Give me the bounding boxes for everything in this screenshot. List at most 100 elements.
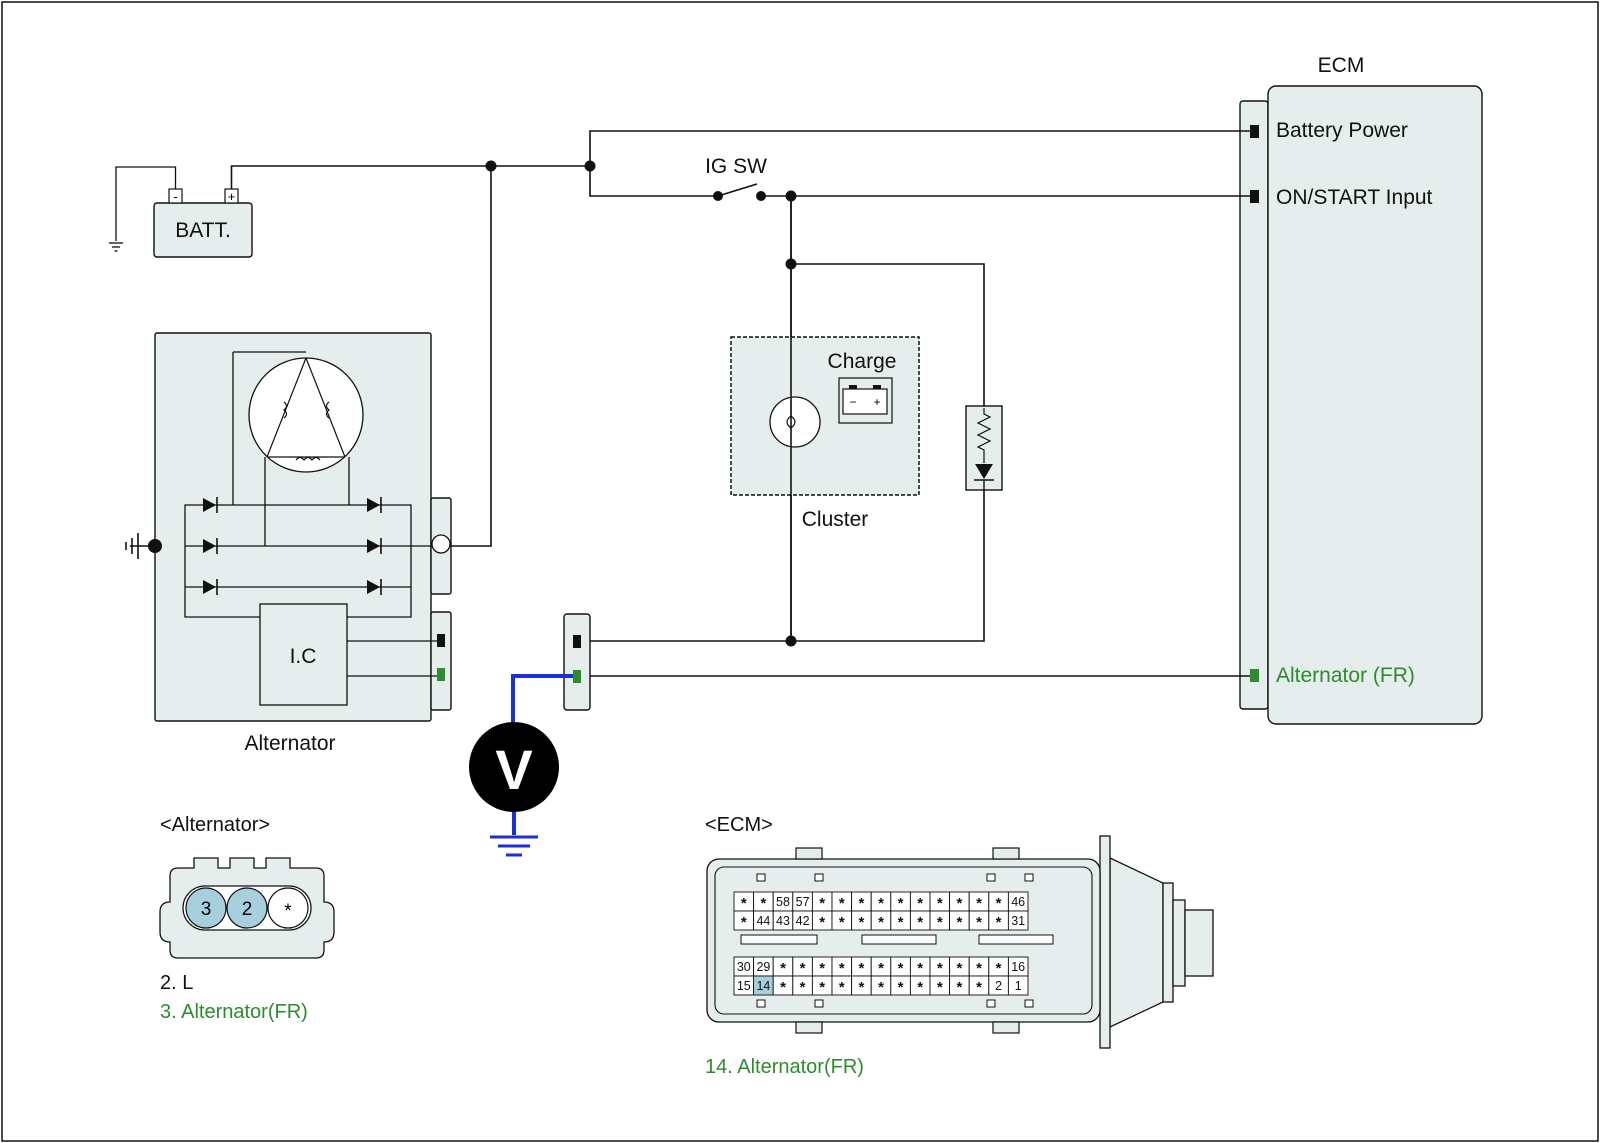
ecm-pin-label: * [917, 979, 923, 996]
alternator-connector-view: <Alternator> 3 2 * 2. L 3. Alternator(FR… [159, 814, 335, 1023]
ecm-pin-label: * [937, 895, 943, 912]
ig-switch-feed-wire [589, 166, 716, 197]
b-plus-wire [230, 165, 590, 189]
ecm-pin-label: * [819, 979, 825, 996]
ecm-pin-label: * [976, 979, 982, 996]
ecm-pin-label: * [819, 914, 825, 931]
ecm-pin-label: * [741, 895, 747, 912]
ecm-title: ECM [1318, 54, 1365, 77]
ecm-pin-label: * [996, 960, 1002, 977]
diode-icon [975, 464, 993, 479]
alternator-label: Alternator [244, 732, 335, 755]
alternator-cavity-label: 3 [201, 899, 212, 920]
battery-plus-sign: + [228, 189, 236, 204]
alternator-cavity-label: * [284, 901, 292, 922]
alternator-pin-fr [437, 668, 445, 681]
ecm-pin-label: 31 [1011, 914, 1025, 928]
svg-text:+: + [873, 395, 880, 409]
ecm-pin-label: * [858, 895, 864, 912]
ecm-body [1267, 85, 1483, 725]
voltage-regulator-ic [259, 603, 348, 706]
junction-dot [584, 160, 596, 172]
inline-connector [563, 613, 591, 711]
alternator-pin-l [437, 634, 445, 647]
ecm-pin-label: * [956, 895, 962, 912]
ecm-pin-label: 15 [737, 979, 751, 993]
ecm-pin-label: * [917, 960, 923, 977]
ig-switch-label: IG SW [705, 155, 767, 178]
resistor-feed-wire [791, 263, 985, 408]
battery-minus-sign: - [173, 189, 177, 204]
voltmeter-icon [469, 722, 559, 812]
battery-body [153, 202, 253, 258]
ecm-pin-label: * [937, 914, 943, 931]
ecm-pin-label: * [917, 914, 923, 931]
ecm-pin-label: 46 [1011, 895, 1025, 909]
ecm-module: ECM Battery Power ON/START Input Alterna… [1239, 54, 1483, 725]
ecm-pin-label: * [819, 960, 825, 977]
ecm-pin-label-on-start: ON/START Input [1276, 186, 1433, 209]
battery-power-wire [589, 130, 1250, 166]
ecm-pin-cell [1007, 910, 1029, 931]
ecm-pin-label: * [976, 914, 982, 931]
ecm-pin-label: * [898, 960, 904, 977]
alternator-cavity-3 [185, 887, 227, 929]
ecm-pin-label: * [898, 895, 904, 912]
resistor-diode-module [965, 405, 1003, 491]
ecm-pin-label: * [839, 960, 845, 977]
alternator-connector-title: <Alternator> [160, 814, 270, 836]
ecm-pin-label: * [898, 979, 904, 996]
ecm-pin-label: * [800, 979, 806, 996]
cluster-label: Cluster [802, 508, 869, 531]
ecm-pin-label-battery-power: Battery Power [1276, 119, 1408, 142]
alternator-ground-icon [125, 533, 155, 559]
ecm-pin-label: * [956, 914, 962, 931]
ecm-pin-label: * [800, 960, 806, 977]
voltmeter-ground-icon [490, 835, 538, 857]
alternator-cavity-empty [267, 887, 309, 929]
ecm-pin-label: 42 [796, 914, 810, 928]
ecm-pin-label: * [898, 914, 904, 931]
inline-connector-body [563, 613, 591, 711]
ecm-pin-label: * [878, 895, 884, 912]
ecm-pin-label: * [819, 895, 825, 912]
ecm-pin-label: * [996, 895, 1002, 912]
alternator-cavity-2 [226, 887, 268, 929]
ecm-pin-label: * [780, 960, 786, 977]
alternator-connector-block [430, 611, 452, 711]
ecm-pin-label: 44 [756, 914, 770, 928]
ecm-pin-label: 30 [737, 960, 751, 974]
ecm-pin-label: * [956, 960, 962, 977]
alternator-b-wire [451, 166, 492, 547]
ecm-pin-label: * [839, 914, 845, 931]
ecm-pin-label: * [976, 895, 982, 912]
ecm-pin-label: * [937, 979, 943, 996]
ecm-pin-label: * [858, 979, 864, 996]
ecm-pin-label: 14 [756, 979, 770, 993]
rectifier-diodes [203, 497, 382, 595]
inline-connector-pin-l [573, 635, 581, 648]
voltmeter-symbol: V [495, 738, 532, 801]
ecm-pin-label: 43 [776, 914, 790, 928]
ecm-pin-label: * [760, 895, 766, 912]
stator-winding [248, 357, 364, 473]
rectifier-bus [184, 504, 412, 618]
alternator-connector-legend-l: 2. L [160, 972, 193, 994]
stator-leads [232, 351, 350, 546]
battery-ground-wire [115, 166, 177, 241]
ecm-pin-label: * [780, 979, 786, 996]
ic-output-lines [347, 640, 437, 677]
ecm-connector-backshell [1109, 856, 1164, 1029]
ecm-pin-label: * [858, 960, 864, 977]
ecm-pin-label: * [878, 960, 884, 977]
ecm-connector-legend: 14. Alternator(FR) [705, 1056, 864, 1078]
charge-lamp-label: Charge [828, 350, 897, 373]
alternator: I.C Alternator [125, 332, 452, 755]
cluster: Charge − + Cluster [730, 196, 920, 641]
junction-dot [485, 160, 497, 172]
alternator-b-terminal [431, 534, 451, 554]
ecm-pin-label: * [956, 979, 962, 996]
